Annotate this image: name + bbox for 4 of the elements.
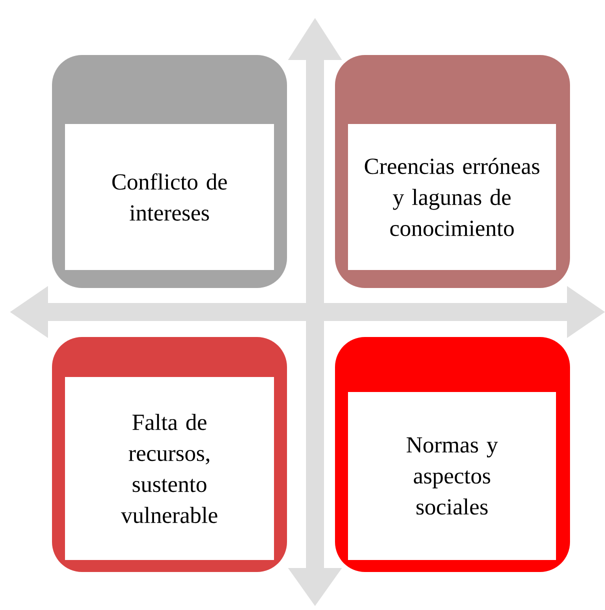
quadrant-box: Normas y aspectos sociales [335, 337, 570, 572]
quadrant-box: Falta de recursos, sustento vulnerable [52, 337, 287, 572]
quadrant-box: Conflicto de intereses [52, 55, 287, 288]
quadrant-box: Creencias erróneas y lagunas de conocimiento [335, 55, 570, 288]
